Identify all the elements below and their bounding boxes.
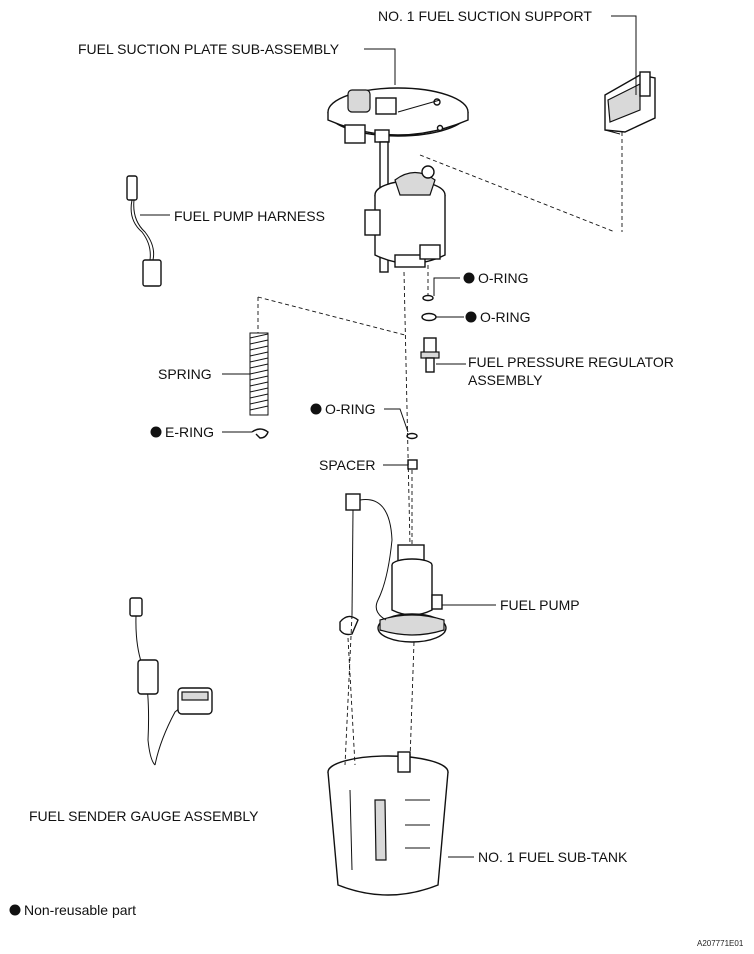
fuel-sender-gauge-drawing bbox=[129, 597, 213, 766]
pump-wire-drawing bbox=[339, 493, 393, 636]
fuel-suction-plate-drawing bbox=[327, 87, 469, 144]
label-o-ring-1: O-RING bbox=[478, 270, 529, 286]
leader-lines bbox=[140, 15, 637, 858]
fuel-suction-support-drawing bbox=[604, 71, 656, 135]
non-reusable-bullet bbox=[463, 272, 475, 284]
figure-code: A207771E01 bbox=[697, 939, 744, 948]
label-spring: SPRING bbox=[158, 366, 212, 382]
non-reusable-bullet bbox=[465, 311, 477, 323]
label-fuel-suction-support: NO. 1 FUEL SUCTION SUPPORT bbox=[378, 8, 592, 24]
label-spacer: SPACER bbox=[319, 457, 376, 473]
legend-bullet bbox=[9, 904, 21, 916]
spring-drawing bbox=[249, 332, 269, 416]
legend-non-reusable-text: Non-reusable part bbox=[24, 902, 136, 918]
label-o-ring-3: O-RING bbox=[325, 401, 376, 417]
label-fuel-pressure-regulator-line2: ASSEMBLY bbox=[468, 372, 543, 388]
non-reusable-bullet bbox=[310, 403, 322, 415]
e-ring-drawing bbox=[251, 428, 269, 439]
fuel-pump-harness-drawing bbox=[126, 175, 162, 287]
pump-housing-drawing bbox=[364, 141, 446, 273]
label-fuel-suction-plate: FUEL SUCTION PLATE SUB-ASSEMBLY bbox=[78, 41, 340, 57]
label-fuel-pressure-regulator: FUEL PRESSURE REGULATOR bbox=[468, 354, 674, 370]
label-fuel-pump: FUEL PUMP bbox=[500, 597, 580, 613]
label-o-ring-2: O-RING bbox=[480, 309, 531, 325]
non-reusable-markers bbox=[9, 272, 477, 916]
fuel-sub-tank-drawing bbox=[327, 751, 449, 896]
label-fuel-pump-harness: FUEL PUMP HARNESS bbox=[174, 208, 325, 224]
non-reusable-bullet bbox=[150, 426, 162, 438]
alignment-dashed-lines bbox=[257, 132, 623, 766]
label-fuel-sub-tank: NO. 1 FUEL SUB-TANK bbox=[478, 849, 628, 865]
fuel-pump-drawing bbox=[377, 544, 447, 643]
label-e-ring: E-RING bbox=[165, 424, 214, 440]
small-parts-drawing bbox=[406, 294, 440, 470]
label-fuel-sender-gauge: FUEL SENDER GAUGE ASSEMBLY bbox=[29, 808, 259, 824]
